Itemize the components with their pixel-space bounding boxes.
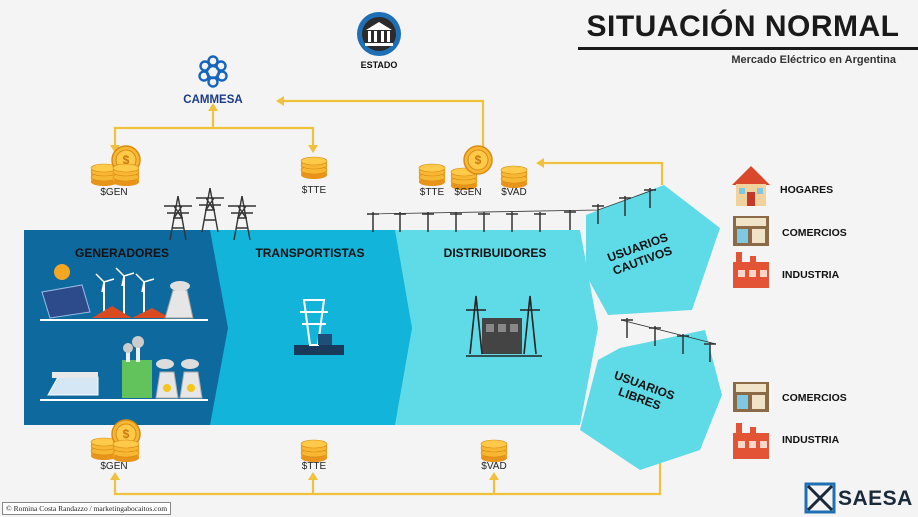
money-dist-gen: $GEN (454, 187, 482, 198)
house-icon (732, 166, 770, 206)
coins-bottom-tte (300, 439, 328, 463)
cammesa-logo-icon (198, 55, 228, 88)
segment-usuarios-libres (580, 330, 722, 470)
credit-footer: © Romina Costa Randazzo / marketingaboca… (2, 502, 172, 515)
page-subtitle: Mercado Eléctrico en Argentina (731, 54, 896, 66)
saesa-logo-icon (804, 482, 836, 514)
substation-icon (466, 295, 542, 357)
factory-icon (122, 360, 152, 398)
coins-bottom-gen (90, 419, 141, 463)
money-dist-tte: $TTE (419, 187, 445, 198)
page-title: SITUACIÓN NORMAL (586, 10, 900, 43)
distribution-poles (366, 187, 717, 363)
money-dist-vad: $VAD (501, 187, 527, 198)
money-bottom-vad: $VAD (481, 461, 507, 472)
flow-line-bottom (113, 456, 662, 496)
bottom-flow-lines (113, 456, 662, 496)
libres-user-industria: INDUSTRIA (782, 434, 840, 446)
money-bottom-gen: $GEN (100, 461, 128, 472)
money-top-tte: $TTE (301, 185, 327, 196)
coins-dist (418, 145, 528, 191)
cooling-tower-icon (164, 289, 194, 319)
transmission-station-icon (294, 299, 344, 355)
wind-turbine-icon (95, 273, 115, 293)
segment-generadores-label: GENERADORES (74, 246, 169, 260)
sun-icon (54, 264, 70, 280)
top-flow-lines (113, 99, 664, 185)
shop-icon-cautivos (733, 216, 769, 246)
cautivos-user-comercios: COMERCIOS (782, 227, 847, 239)
brand-name: SAESA (838, 487, 913, 510)
arrow-to-cammesa-left (276, 96, 284, 106)
industry-icon-libres (733, 423, 769, 459)
coins-top-gen (90, 145, 141, 187)
flow-line-dist-cammesa (282, 99, 485, 148)
segment-transportistas-label: TRANSPORTISTAS (255, 246, 365, 260)
solar-panel-icon (41, 284, 91, 319)
coins-bottom-vad (480, 439, 508, 463)
cautivos-user-hogares: HOGARES (780, 184, 834, 196)
arrow-to-cammesa (208, 103, 218, 111)
arrow-to-dist (536, 158, 544, 168)
money-bottom-tte: $TTE (301, 461, 327, 472)
industry-icon-cautivos (733, 252, 769, 288)
title-divider (578, 47, 918, 50)
cammesa-label: CAMMESA (183, 94, 243, 106)
money-top-gen: $GEN (100, 187, 128, 198)
renewable-icons (40, 264, 208, 321)
cautivos-user-industria: INDUSTRIA (782, 269, 840, 281)
libres-user-comercios: COMERCIOS (782, 392, 847, 404)
flow-line-cautivos-dist (542, 161, 664, 185)
thermal-hydro-icons (40, 336, 208, 401)
segment-distribuidores-label: DISTRIBUIDORES (443, 246, 547, 260)
coins-top-tte (300, 156, 328, 180)
segment-usuarios-cautivos (586, 185, 720, 315)
flow-line-gen-tte (113, 126, 315, 148)
estado-label: ESTADO (360, 60, 398, 70)
shop-icon-libres (733, 382, 769, 412)
government-building-icon (357, 12, 401, 56)
